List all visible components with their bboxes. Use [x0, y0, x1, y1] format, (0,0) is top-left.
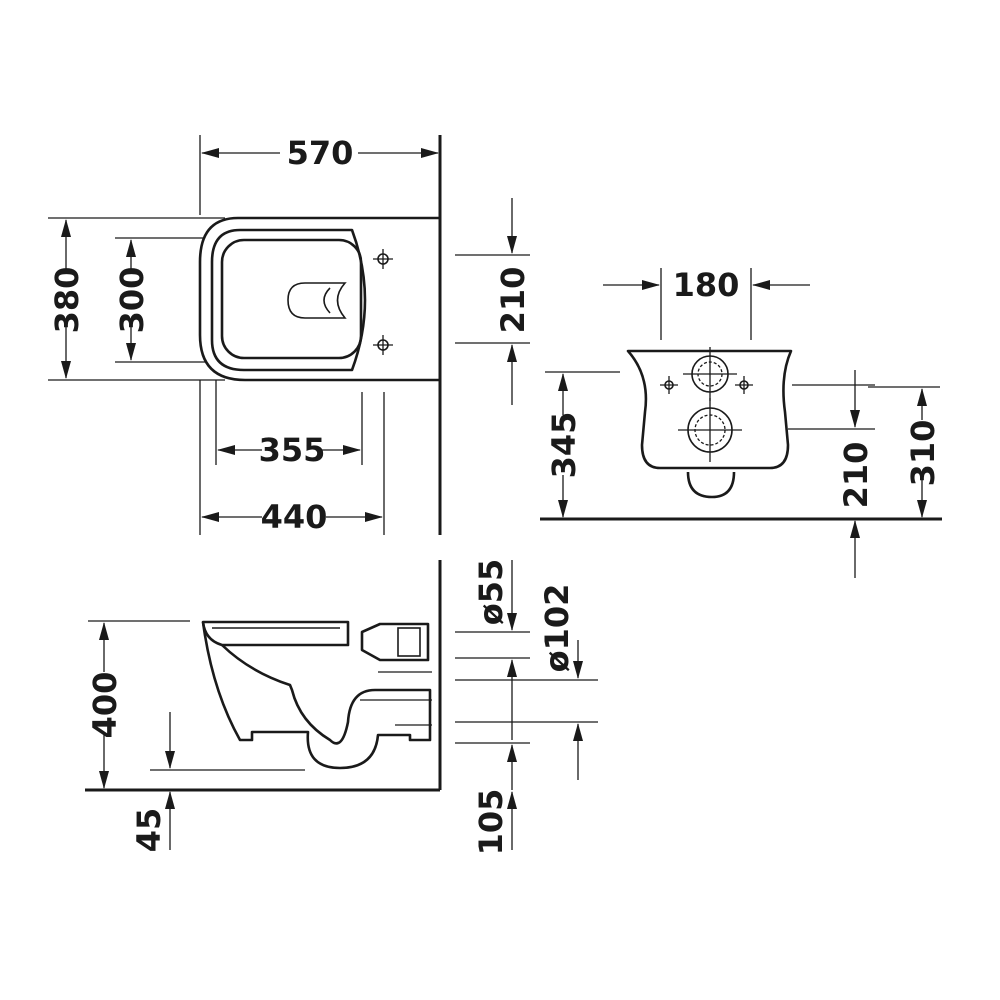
inlet-connector — [360, 622, 430, 662]
front-bowl-outline — [626, 349, 793, 470]
dim-300: 300 — [113, 267, 151, 334]
dim-210-front: 210 — [837, 442, 875, 509]
fixing-hole-top — [373, 249, 393, 269]
dim-400: 400 — [86, 672, 124, 739]
dim-210-top: 210 — [494, 267, 532, 334]
dim-310: 310 — [904, 420, 942, 487]
dim-diameter-55: ø55 — [472, 559, 510, 626]
bolt-hole-right — [735, 376, 753, 394]
dim-345: 345 — [545, 412, 583, 479]
outlet-upper — [683, 347, 737, 401]
bowl-outline — [198, 216, 440, 382]
seat-opening — [220, 238, 363, 360]
dim-440: 440 — [261, 498, 328, 536]
dim-105: 105 — [472, 789, 510, 856]
seat-profile — [201, 620, 350, 647]
trap-outline — [686, 471, 736, 499]
dim-45: 45 — [130, 808, 168, 853]
bowl-profile — [201, 621, 432, 770]
dim-570: 570 — [287, 134, 354, 172]
front-view: 180 345 210 310 — [540, 266, 942, 578]
flush-outlet — [287, 282, 347, 319]
bolt-hole-left — [660, 376, 678, 394]
seat-outline — [210, 228, 367, 372]
dim-355: 355 — [259, 431, 326, 469]
top-view: 570 380 300 210 355 440 — [48, 134, 532, 536]
dim-diameter-102: ø102 — [538, 584, 576, 673]
side-view: 400 45 ø55 ø102 105 — [85, 559, 598, 856]
dim-380: 380 — [48, 267, 86, 334]
outlet-lower — [678, 398, 742, 462]
dim-180: 180 — [673, 266, 740, 304]
fixing-hole-bottom — [373, 335, 393, 355]
